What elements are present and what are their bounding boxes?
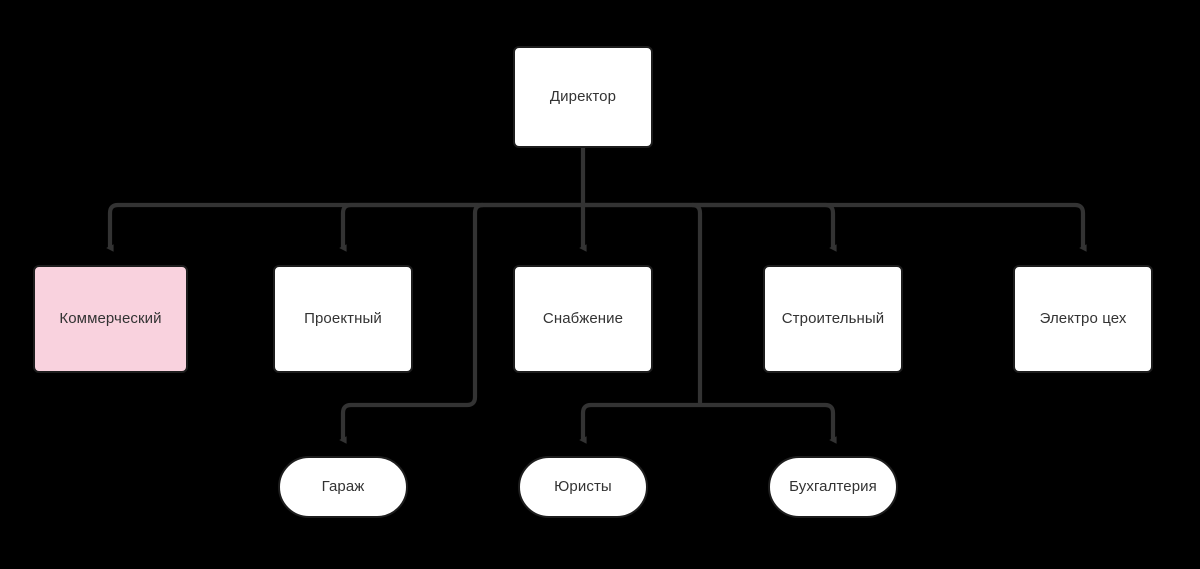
node-electro-label: Электро цех [1039, 310, 1127, 327]
edge-director-design [339, 202, 583, 252]
node-director-label: Директор [549, 88, 617, 105]
node-design-label: Проектный [304, 310, 382, 327]
node-construction-label: Строительный [781, 310, 885, 327]
node-accounting-label: Бухгалтерия [789, 478, 877, 495]
edge-director-electro [583, 202, 1087, 252]
node-commercial[interactable]: Коммерческий [33, 265, 188, 373]
edge-lower-bus-stem [691, 202, 703, 405]
edge-director-garage [339, 202, 484, 444]
node-accounting[interactable]: Бухгалтерия [768, 456, 898, 518]
node-lawyers-label: Юристы [554, 478, 612, 495]
edge-director-commercial [106, 202, 583, 252]
edge-director-lawyers [579, 402, 700, 444]
node-supply[interactable]: Снабжение [513, 265, 653, 373]
node-construction[interactable]: Строительный [763, 265, 903, 373]
node-supply-label: Снабжение [542, 310, 624, 327]
edge-director-accounting [700, 402, 837, 444]
node-director[interactable]: Директор [513, 46, 653, 148]
node-garage-label: Гараж [321, 478, 365, 495]
node-electro[interactable]: Электро цех [1013, 265, 1153, 373]
node-commercial-label: Коммерческий [59, 310, 162, 327]
node-lawyers[interactable]: Юристы [518, 456, 648, 518]
edge-director-construction [583, 202, 837, 252]
node-design[interactable]: Проектный [273, 265, 413, 373]
node-garage[interactable]: Гараж [278, 456, 408, 518]
